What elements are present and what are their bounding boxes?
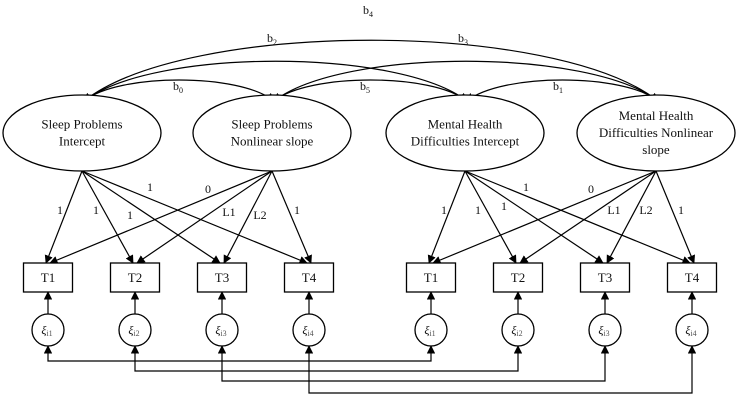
observed-label: T4	[302, 270, 317, 285]
nodes	[2, 94, 736, 347]
covariance-arc-b4	[83, 39, 659, 102]
observed-sleep-T3	[196, 262, 248, 293]
covariance-arcs	[83, 39, 659, 102]
intercept-loading-label: 1	[127, 208, 133, 222]
slope-loading-label: 1	[678, 203, 684, 217]
loading-intercept-mental-T2	[464, 170, 517, 264]
latent-factor-label: Difficulties Intercept	[411, 134, 520, 149]
observed-label: T3	[598, 270, 612, 285]
observed-sleep-T2	[109, 262, 161, 293]
observed-sleep-T1	[22, 262, 74, 293]
intercept-loading-label: 1	[523, 180, 529, 194]
error-term-sleep-T4	[292, 313, 326, 347]
error-term-mental-T4	[675, 313, 709, 347]
loading-intercept-sleep-T3	[81, 170, 221, 264]
loading-intercept-sleep-T2	[81, 170, 134, 264]
latent-factor-label: Difficulties Nonlinear	[599, 125, 714, 140]
slope-loading-label: L1	[607, 203, 620, 217]
latent-factor-mhn	[576, 94, 736, 172]
factor-loadings	[43, 170, 697, 314]
covariance-arc-b5	[273, 79, 468, 102]
error-label: ξi1	[424, 323, 435, 338]
loading-slope-mental-T3	[606, 170, 657, 264]
intercept-loading-label: 1	[475, 203, 481, 217]
loading-slope-sleep-T2	[136, 170, 273, 264]
loading-intercept-mental-T3	[464, 170, 604, 264]
covariance-label-b1: b1	[553, 79, 563, 95]
observed-label: T3	[215, 270, 229, 285]
covariance-label-b4: b4	[363, 3, 373, 19]
error-term-mental-T3	[588, 313, 622, 347]
latent-factor-label: Sleep Problems	[231, 117, 312, 132]
intercept-loading-label: 1	[501, 199, 507, 213]
intercept-loading-label: 1	[57, 203, 63, 217]
latent-factor-label: Intercept	[59, 134, 106, 149]
error-term-mental-T1	[414, 313, 448, 347]
error-label: ξi4	[685, 323, 696, 338]
error-label: ξi1	[41, 323, 52, 338]
error-correlation-lines	[43, 345, 697, 394]
error-label: ξi2	[128, 323, 139, 338]
covariance-arc-b0	[83, 79, 275, 102]
observed-label: T2	[511, 270, 525, 285]
latent-factor-mhi	[385, 94, 545, 172]
covariance-label-b2: b2	[267, 31, 277, 47]
covariance-label-b5: b5	[360, 79, 370, 95]
error-label: ξi2	[511, 323, 522, 338]
intercept-loading-label: 1	[441, 203, 447, 217]
error-label: ξi3	[598, 323, 609, 338]
loading-intercept-sleep-T1	[44, 170, 83, 264]
error-term-sleep-T1	[31, 313, 65, 347]
covariance-label-b0: b0	[173, 79, 183, 95]
error-label: ξi3	[215, 323, 226, 338]
slope-loading-label: 0	[588, 182, 594, 196]
observed-label: T4	[685, 270, 700, 285]
observed-label: T2	[128, 270, 142, 285]
loading-slope-sleep-T3	[223, 170, 273, 264]
error-label: ξi4	[302, 323, 313, 338]
latent-factor-label: slope	[642, 142, 670, 157]
loading-intercept-mental-T1	[427, 170, 466, 264]
observed-mental-T3	[579, 262, 631, 293]
intercept-loading-label: 1	[93, 203, 99, 217]
slope-loading-label: 1	[294, 203, 300, 217]
error-term-sleep-T3	[205, 313, 239, 347]
loading-slope-sleep-T1	[49, 170, 273, 264]
intercept-loading-label: 1	[147, 180, 153, 194]
latent-factor-label: Sleep Problems	[41, 117, 122, 132]
covariance-arc-b1	[466, 79, 659, 102]
latent-factor-spn	[192, 94, 352, 172]
slope-loading-label: L2	[639, 203, 652, 217]
latent-factor-label: Mental Health	[428, 117, 503, 132]
loading-intercept-mental-T4	[464, 170, 691, 265]
latent-factor-label: Mental Health	[619, 108, 694, 123]
error-term-mental-T2	[501, 313, 535, 347]
observed-mental-T4	[666, 262, 718, 293]
observed-sleep-T4	[283, 262, 335, 293]
loading-slope-mental-T4	[655, 170, 695, 264]
latent-factor-spi	[2, 94, 162, 172]
latent-factor-label: Nonlinear slope	[231, 134, 314, 149]
covariance-arc-b3	[273, 60, 659, 102]
error-correlation-T3	[217, 345, 610, 382]
observed-mental-T2	[492, 262, 544, 293]
loading-intercept-sleep-T4	[81, 170, 308, 265]
error-correlation-T4	[304, 345, 697, 394]
observed-mental-T1	[405, 262, 457, 293]
slope-loading-label: L2	[253, 208, 266, 222]
covariance-label-b3: b3	[458, 31, 468, 47]
covariance-arc-b2	[83, 60, 468, 102]
error-correlation-T1	[43, 345, 436, 362]
loading-slope-sleep-T4	[271, 170, 312, 264]
error-term-sleep-T2	[118, 313, 152, 347]
observed-label: T1	[424, 270, 438, 285]
error-correlation-T2	[130, 345, 523, 372]
slope-loading-label: L1	[222, 205, 235, 219]
loading-slope-mental-T2	[519, 170, 657, 264]
slope-loading-label: 0	[205, 182, 211, 196]
observed-label: T1	[41, 270, 55, 285]
loading-slope-mental-T1	[432, 170, 657, 264]
